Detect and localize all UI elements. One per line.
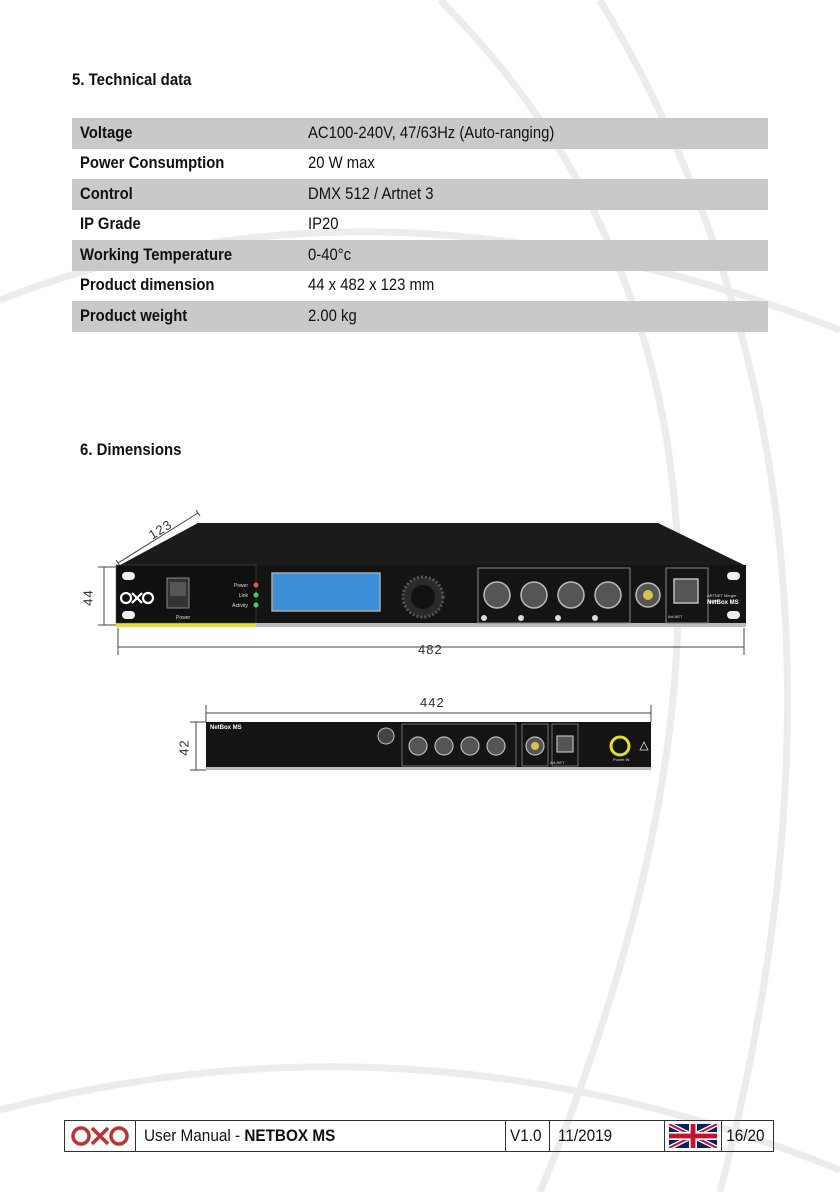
- rear-view-drawing: [190, 705, 652, 771]
- front-port-label: Art-NET: [668, 614, 683, 619]
- warning-icon: [639, 741, 649, 751]
- rear-ethernet-port-icon: [556, 735, 574, 753]
- footer-flag-cell: [665, 1121, 723, 1151]
- front-switch-label: Power: [176, 615, 191, 621]
- dimension-height-label: 44: [80, 589, 96, 606]
- footer-logo: [65, 1121, 136, 1151]
- led-label-link: Link: [238, 593, 248, 599]
- rear-port-label: Art-NET: [550, 760, 565, 765]
- led-label-activity: Activity: [232, 603, 248, 609]
- footer-product: NETBOX MS: [244, 1126, 336, 1145]
- footer-manual: User Manual -: [143, 1126, 245, 1145]
- section-title-technical: 5. Technical data: [72, 70, 192, 89]
- rear-power-label: Power IN: [613, 757, 630, 762]
- rear-width-label: 442: [420, 695, 445, 710]
- footer-page: 16/20: [726, 1126, 765, 1145]
- uk-flag-icon: [668, 1124, 719, 1148]
- dimension-width-label: 482: [418, 642, 443, 657]
- front-led-labels: Power Link Activity: [198, 581, 248, 611]
- section-title-dimensions: 6. Dimensions: [80, 440, 182, 459]
- oxo-logo-icon: [119, 591, 155, 605]
- lcd-display: [271, 572, 381, 612]
- footer-page-cell: 16/20: [722, 1121, 773, 1151]
- oxo-logo-icon: [71, 1126, 129, 1146]
- front-brand-sub: ARTNET Merger Splitter: [707, 593, 737, 603]
- led-label-power: Power: [233, 583, 248, 589]
- footer-bar: User Manual - NETBOX MS V1.0 11/2019 16/…: [64, 1120, 774, 1152]
- power-connector-icon: [609, 735, 631, 757]
- footer-title: User Manual - NETBOX MS: [136, 1121, 507, 1151]
- rear-height-label: 42: [176, 739, 192, 756]
- front-brand: NetBox MS: [707, 600, 739, 606]
- footer-version: V1.0: [510, 1126, 542, 1145]
- footer-version-cell: V1.0: [506, 1121, 550, 1151]
- footer-date-cell: 11/2019: [550, 1121, 665, 1151]
- footer-date: 11/2019: [557, 1126, 612, 1145]
- rear-brand: NetBox MS: [210, 725, 242, 731]
- ethernet-port-icon: [673, 578, 699, 604]
- front-view-drawing: [98, 509, 746, 655]
